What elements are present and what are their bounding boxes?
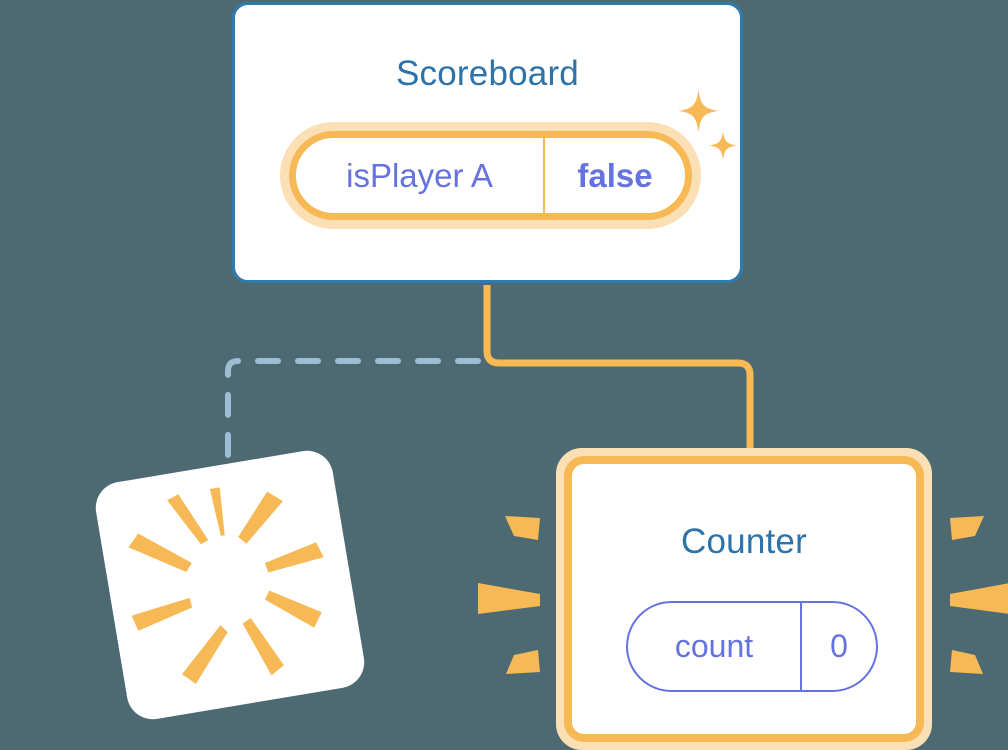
burst-card[interactable] [91,446,369,724]
counter-ray-left-middle [478,583,540,614]
counter-state-key: count [628,603,802,690]
burst-rays-icon [128,487,324,684]
counter-ray-left-bottom [506,650,540,674]
counter-ray-right-bottom [950,650,983,674]
counter-ray-right-middle [950,583,1008,614]
connector-scoreboard-to-counter [483,285,754,462]
scoreboard-title: Scoreboard [396,54,579,93]
scoreboard-state-value: false [577,156,653,194]
sparkle-large-icon [678,90,719,133]
scoreboard-card[interactable]: Scoreboard isPlayer A false [232,2,743,283]
sparkle-small-icon [709,131,737,160]
counter-state-pill[interactable]: count 0 [626,601,878,692]
scoreboard-state-key: isPlayer A [296,138,545,213]
counter-ray-right-top [950,516,984,540]
scoreboard-state-pill[interactable]: isPlayer A false [280,122,701,229]
counter-card[interactable]: Counter count 0 [556,448,932,750]
counter-state-value: 0 [830,628,848,664]
counter-title: Counter [681,522,807,561]
connector-scoreboard-to-burst-card [225,287,490,475]
counter-ray-left-top [505,516,540,540]
